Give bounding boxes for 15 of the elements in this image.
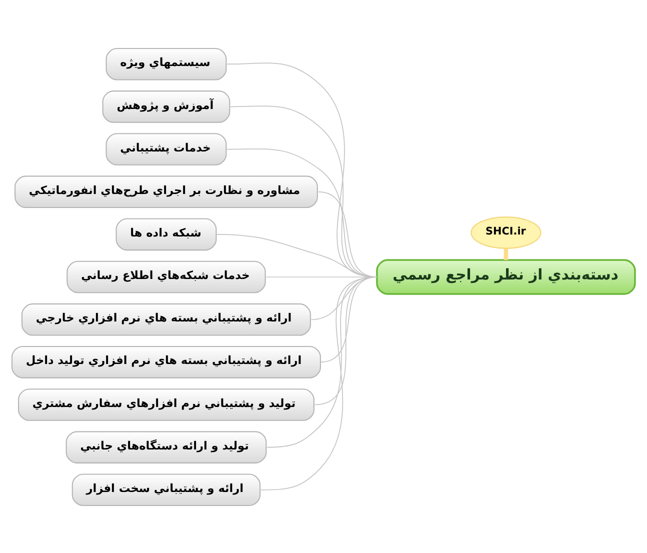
node-box: آموزش و پژوهش (102, 90, 230, 122)
node-box: دسته‌بندي از نظر مراجع رسمي (376, 258, 636, 294)
node-box: ارائه و پشتيباني بسته هاي نرم افزاري توليد داخل (11, 346, 321, 378)
node-box: توليد و ارائه دستگاه‌هاي جانبي (66, 430, 267, 463)
node-box: سيستمهاي ويژه (106, 47, 227, 80)
node-box: ارائه و پشتيباني سخت افزار (72, 473, 261, 506)
node-box: شبکه داده ها (116, 218, 217, 250)
node-box: خدمات شبکه‌هاي اطلاع رساني (66, 260, 266, 293)
node-box: مشاوره و نظارت بر اجراي طرح‌هاي انفورماتيکي (14, 175, 318, 208)
connector (504, 248, 508, 260)
node-box: توليد و پشتيباني نرم افزارهاي سفارش مشتري (18, 388, 314, 420)
node-box: ارائه و پشتيباني بسته هاي نرم افزاري خارجي (21, 302, 311, 336)
connector (260, 276, 378, 490)
node-ellipse: SHCI.ir (470, 216, 542, 248)
node-box: خدمات پشتيباني (106, 132, 227, 165)
